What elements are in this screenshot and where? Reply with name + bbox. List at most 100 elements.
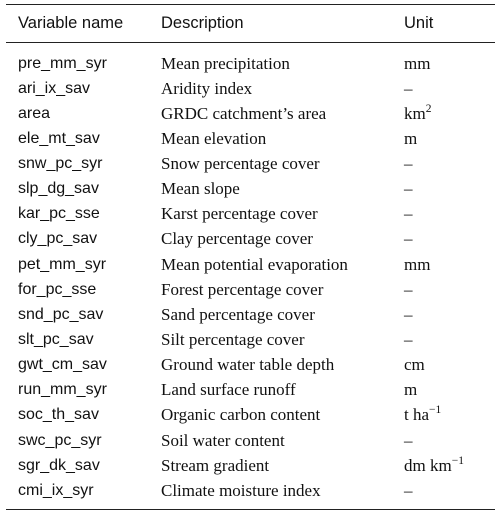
variable-name-cell: snw_pc_syr [18, 154, 103, 172]
description-cell: Sand percentage cover [161, 304, 315, 324]
unit-text: – [404, 78, 413, 98]
unit-text: km [404, 103, 426, 123]
variable-name-cell: for_pc_sse [18, 280, 97, 298]
table-row: snd_pc_sav Sand percentage cover – [6, 302, 495, 327]
unit-cell: – [394, 202, 495, 227]
table-row: gwt_cm_sav Ground water table depth cm [6, 353, 495, 378]
description-cell: Land surface runoff [161, 380, 296, 400]
unit-cell: – [394, 277, 495, 302]
unit-text: m [404, 128, 418, 148]
description-cell: Organic carbon content [161, 405, 321, 425]
unit-text: dm km [404, 455, 452, 475]
unit-cell: m [394, 126, 495, 151]
variable-name-cell: pre_mm_syr [18, 54, 107, 72]
table-row: ele_mt_sav Mean elevation m [6, 126, 495, 151]
description-cell: Stream gradient [161, 455, 270, 475]
description-cell: Silt percentage cover [161, 329, 305, 349]
header-description: Description [161, 14, 244, 32]
variable-name-cell: ele_mt_sav [18, 129, 100, 147]
unit-text: mm [404, 53, 431, 73]
table-row: for_pc_sse Forest percentage cover – [6, 277, 495, 302]
unit-cell: – [394, 76, 495, 101]
table-row: snw_pc_syr Snow percentage cover – [6, 151, 495, 176]
variable-name-cell: ari_ix_sav [18, 79, 91, 97]
unit-exponent: −1 [429, 404, 442, 417]
unit-cell: t ha−1 [394, 403, 495, 428]
table-header-rule [6, 42, 495, 43]
description-cell: Climate moisture index [161, 480, 321, 500]
unit-text: – [404, 229, 413, 249]
unit-text: – [404, 179, 413, 199]
unit-text: – [404, 329, 413, 349]
variable-name-cell: slt_pc_sav [18, 330, 94, 348]
table-row: sgr_dk_sav Stream gradient dm km−1 [6, 453, 495, 478]
variable-name-cell: pet_mm_syr [18, 255, 107, 273]
header-unit: Unit [404, 14, 434, 32]
variable-name-cell: gwt_cm_sav [18, 356, 107, 374]
unit-cell: – [394, 177, 495, 202]
unit-text: t ha [404, 405, 430, 425]
description-cell: Mean precipitation [161, 53, 290, 73]
variable-name-cell: area [18, 104, 51, 122]
unit-exponent: 2 [425, 102, 432, 115]
description-cell: Snow percentage cover [161, 153, 320, 173]
variable-name-cell: cmi_ix_syr [18, 481, 94, 499]
unit-cell: m [394, 378, 495, 403]
table-top-rule [6, 4, 495, 6]
variable-name-cell: kar_pc_sse [18, 205, 100, 223]
table-row: area GRDC catchment’s area km2 [6, 101, 495, 126]
description-cell: Aridity index [161, 78, 253, 98]
table-row: slt_pc_sav Silt percentage cover – [6, 327, 495, 352]
table-header-row: Variable name Description Unit [6, 5, 495, 42]
unit-text: – [404, 430, 413, 450]
unit-cell: – [394, 151, 495, 176]
table-row: slp_dg_sav Mean slope – [6, 177, 495, 202]
table-row: soc_th_sav Organic carbon content t ha−1 [6, 403, 495, 428]
variable-name-cell: snd_pc_sav [18, 305, 104, 323]
unit-exponent: −1 [451, 454, 464, 467]
unit-cell: – [394, 227, 495, 252]
unit-text: – [404, 279, 413, 299]
unit-text: – [404, 304, 413, 324]
unit-cell: – [394, 327, 495, 352]
unit-cell: mm [394, 42, 495, 76]
description-cell: GRDC catchment’s area [161, 103, 327, 123]
unit-text: cm [404, 355, 425, 375]
unit-text: m [404, 380, 418, 400]
table-bottom-rule [6, 509, 495, 511]
description-cell: Soil water content [161, 430, 285, 450]
table-row: cly_pc_sav Clay percentage cover – [6, 227, 495, 252]
variable-name-cell: swc_pc_syr [18, 431, 102, 449]
unit-cell: km2 [394, 101, 495, 126]
description-cell: Mean elevation [161, 128, 267, 148]
unit-text: – [404, 480, 413, 500]
unit-cell: mm [394, 252, 495, 277]
description-cell: Ground water table depth [161, 355, 335, 375]
description-cell: Clay percentage cover [161, 229, 313, 249]
description-cell: Forest percentage cover [161, 279, 324, 299]
unit-text: – [404, 153, 413, 173]
table-row: kar_pc_sse Karst percentage cover – [6, 202, 495, 227]
variable-name-cell: cly_pc_sav [18, 230, 98, 248]
header-variable-name: Variable name [18, 14, 124, 32]
unit-text: – [404, 204, 413, 224]
unit-cell: dm km−1 [394, 453, 495, 478]
table-row: run_mm_syr Land surface runoff m [6, 378, 495, 403]
table-row: pet_mm_syr Mean potential evaporation mm [6, 252, 495, 277]
variables-table: Variable name Description Unit pre_mm_sy… [6, 5, 495, 503]
unit-text: mm [404, 254, 431, 274]
unit-cell: – [394, 478, 495, 503]
variable-name-cell: soc_th_sav [18, 406, 99, 424]
table-row: cmi_ix_syr Climate moisture index – [6, 478, 495, 503]
description-cell: Karst percentage cover [161, 204, 318, 224]
unit-cell: – [394, 302, 495, 327]
variable-name-cell: run_mm_syr [18, 381, 107, 399]
unit-cell: – [394, 428, 495, 453]
variable-name-cell: sgr_dk_sav [18, 456, 100, 474]
description-cell: Mean potential evaporation [161, 254, 348, 274]
description-cell: Mean slope [161, 179, 240, 199]
table-row: pre_mm_syr Mean precipitation mm [6, 42, 495, 76]
variable-name-cell: slp_dg_sav [18, 180, 99, 198]
table-row: ari_ix_sav Aridity index – [6, 76, 495, 101]
